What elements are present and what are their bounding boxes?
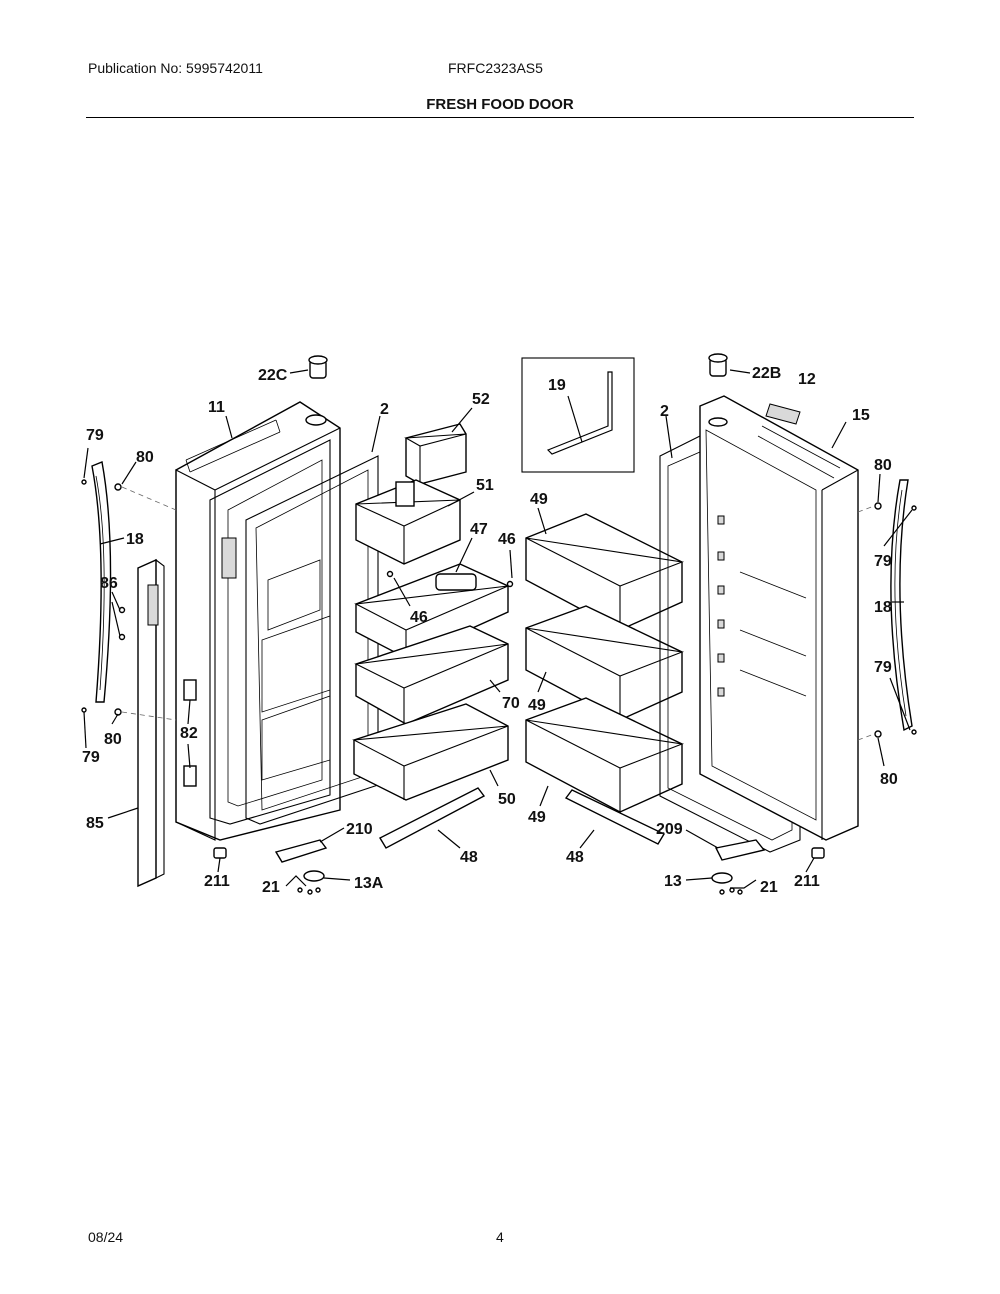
callout-labels: 22C 11 2 52 19 22B 12 2 15 79 80 51 49 8… (82, 365, 898, 896)
door-bin-49-bottom (525, 697, 685, 813)
cap-22b (708, 353, 728, 377)
footer-date: 08/24 (88, 1229, 124, 1245)
page-number: 4 (496, 1229, 504, 1245)
trim-48-right (564, 789, 665, 845)
callout-22c: 22C (258, 367, 288, 384)
callout-85: 85 (86, 815, 104, 832)
callout-50: 50 (498, 791, 516, 808)
callout-19: 19 (548, 377, 566, 394)
label-12 (765, 403, 801, 425)
screw-set-right (857, 502, 917, 741)
callout-80-bottom-left: 80 (104, 731, 122, 748)
bin-51 (355, 479, 461, 565)
callout-209: 209 (656, 821, 683, 838)
callout-51: 51 (476, 477, 494, 494)
callout-48-left: 48 (460, 849, 478, 866)
right-door-assembly (659, 395, 859, 853)
callout-21-left: 21 (262, 879, 280, 896)
exploded-parts-diagram: 22C 11 2 52 19 22B 12 2 15 79 80 51 49 8… (81, 353, 917, 896)
inset-box-19 (521, 357, 635, 473)
callout-15: 15 (852, 407, 870, 424)
bin-50 (352, 703, 509, 801)
callout-11: 11 (208, 399, 225, 416)
bracket-82-top (183, 679, 197, 701)
model-number: FRFC2323AS5 (448, 60, 543, 76)
callout-49-bottom: 49 (528, 809, 546, 826)
callout-2-right: 2 (660, 403, 669, 420)
callout-47: 47 (470, 521, 488, 538)
door-bin-49-top (525, 513, 685, 631)
callout-18-right: 18 (874, 599, 892, 616)
callout-86: 86 (100, 575, 118, 592)
callout-2-left: 2 (380, 401, 389, 418)
callout-49-top: 49 (530, 491, 548, 508)
right-handle (890, 479, 913, 732)
bin-52 (404, 423, 467, 485)
callout-80-bottom-right: 80 (880, 771, 898, 788)
left-handle (91, 461, 112, 703)
callout-48-right: 48 (566, 849, 584, 866)
callout-21-right: 21 (760, 879, 778, 896)
page-title: FRESH FOOD DOOR (426, 96, 574, 113)
callout-46-center: 46 (410, 609, 428, 626)
callout-22b: 22B (752, 365, 781, 382)
door-bin-49-middle (525, 605, 685, 721)
callout-79-top-left: 79 (86, 427, 104, 444)
publication-number: Publication No: 5995742011 (88, 60, 263, 76)
trim-48-left (379, 787, 486, 849)
leader-lines (83, 369, 913, 889)
callout-46-right: 46 (498, 531, 516, 548)
callout-70: 70 (502, 695, 520, 712)
callout-211-right: 211 (794, 873, 820, 890)
callout-79-top-right: 79 (874, 553, 892, 570)
callout-13a: 13A (354, 875, 384, 892)
bin-70 (354, 625, 509, 725)
left-door-assembly (175, 401, 379, 841)
bracket-82-bottom (183, 765, 197, 787)
callout-82: 82 (180, 725, 198, 742)
header-rule (86, 117, 914, 118)
callout-79-mid-right: 79 (874, 659, 892, 676)
callout-52: 52 (472, 391, 490, 408)
bottom-hinge-left (213, 839, 328, 895)
hinge-cover-85 (137, 558, 165, 888)
callout-13: 13 (664, 873, 682, 890)
shelf-pegs (717, 515, 725, 697)
cap-22c (308, 355, 328, 379)
callout-49-middle: 49 (528, 697, 546, 714)
callout-18-left: 18 (126, 531, 144, 548)
screw-set-left (81, 479, 177, 721)
callout-80-top-left: 80 (136, 449, 154, 466)
callout-12: 12 (798, 371, 816, 388)
callout-211-left: 211 (204, 873, 230, 890)
callout-210: 210 (346, 821, 373, 838)
callout-80-top-right: 80 (874, 457, 892, 474)
callout-79-bottom-left: 79 (82, 749, 100, 766)
